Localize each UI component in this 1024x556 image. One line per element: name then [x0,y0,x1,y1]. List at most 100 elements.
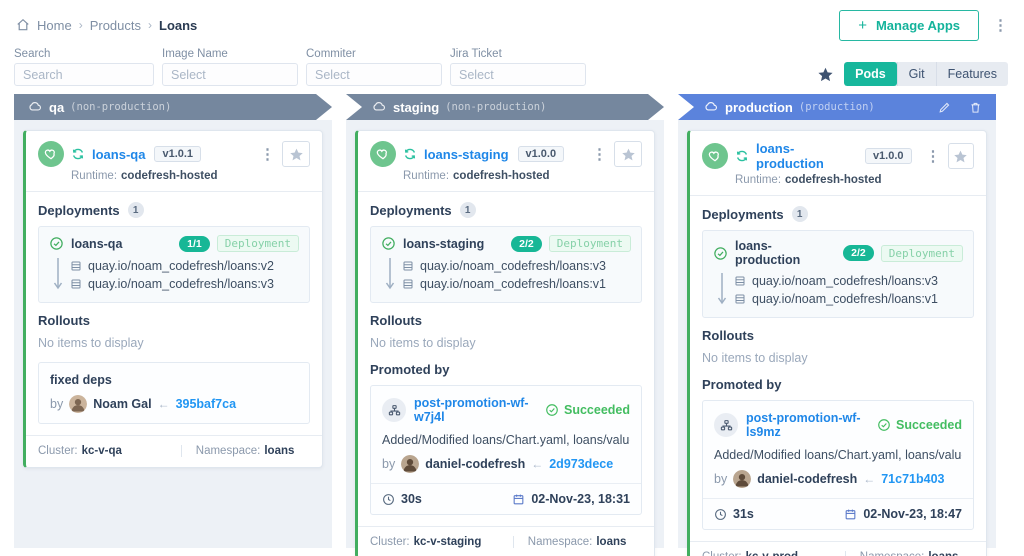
healthy-check-icon [49,236,64,251]
commit-hash-link[interactable]: 395baf7ca [175,397,237,411]
health-heart-icon [38,141,64,167]
edit-env-icon[interactable] [938,101,951,114]
app-card-loans-production: loans-production v1.0.0 ⋮ Runtime:codefr… [687,130,987,556]
rollouts-title: Rollouts [702,328,754,343]
replica-count-pill: 2/2 [843,245,874,261]
workflow-status: Succeeded [877,418,962,432]
image-row: quay.io/noam_codefresh/loans:v1 [402,275,631,293]
breadcrumb-separator: › [148,18,152,32]
breadcrumb: Home › Products › Loans [16,18,197,33]
health-heart-icon [370,141,396,167]
app-name-link[interactable]: loans-qa [92,146,146,162]
jira-ticket-select[interactable] [450,63,586,86]
home-icon [16,18,30,32]
promotion-workflow-box: post-promotion-wf-ls9mz Succeeded Added/… [702,400,974,530]
workflow-date: 02-Nov-23, 18:47 [863,507,962,521]
env-banner-production[interactable]: production (production) [678,94,996,120]
runtime-row: Runtime:codefresh-hosted [71,170,218,182]
cluster-label: Cluster: [38,445,78,457]
card-footer: Cluster:kc-v-staging Namespace:loans [358,526,654,556]
app-menu-icon[interactable]: ⋮ [260,145,275,163]
deployment-name[interactable]: loans-staging [403,236,485,251]
image-name-select[interactable] [162,63,298,86]
more-options-icon[interactable]: ⋮ [993,16,1008,34]
app-menu-icon[interactable]: ⋮ [592,145,607,163]
avatar [401,455,420,473]
cluster-value: kc-v-prod [746,551,798,556]
env-column-production: production (production) [678,94,996,556]
manage-apps-button[interactable]: + Manage Apps [839,9,979,41]
search-input[interactable] [14,63,154,86]
filter-image-name: Image Name [162,48,298,86]
view-mode-tabs: Pods Git Features [844,62,1008,86]
app-star-button[interactable] [947,143,974,169]
sync-status-icon [403,147,417,161]
env-banner-staging[interactable]: staging (non-production) [346,94,664,120]
env-column-staging: staging (non-production) loans-staging v… [346,94,664,556]
workflow-name-link[interactable]: post-promotion-wf-ls9mz [746,411,861,439]
sync-status-icon [71,147,85,161]
favorites-star-icon[interactable] [817,66,834,83]
calendar-icon [513,494,524,504]
image-row: quay.io/noam_codefresh/loans:v3 [70,275,299,293]
deployments-count-badge: 1 [791,206,808,222]
namespace-label: Namespace: [195,445,261,457]
cloud-icon [372,100,386,114]
deployments-count-badge: 1 [459,202,476,218]
avatar [733,470,752,488]
app-name-link[interactable]: loans-production [756,141,824,171]
app-name-link[interactable]: loans-staging [424,146,509,162]
breadcrumb-separator: › [78,18,83,32]
runtime-value: codefresh-hosted [121,170,218,182]
env-banner-qa[interactable]: qa (non-production) [14,94,332,120]
deployment-name[interactable]: loans-production [735,239,801,267]
app-menu-icon[interactable]: ⋮ [925,147,941,165]
avatar [69,395,88,413]
rollouts-empty-text: No items to display [38,336,144,350]
env-body-qa: loans-qa v1.0.1 ⋮ Runtime:codefresh-host… [14,120,332,548]
app-version-badge: v1.0.1 [154,146,202,162]
filter-image-name-label: Image Name [162,48,228,60]
workflow-icon [382,398,406,422]
by-label: by [50,397,64,411]
healthy-check-icon [713,246,728,261]
commit-hash-link[interactable]: 71c71b403 [881,472,945,486]
image-row: quay.io/noam_codefresh/loans:v3 [402,257,631,275]
cloud-icon [28,100,42,114]
healthy-check-icon [381,236,396,251]
commit-hash-link[interactable]: 2d973dece [549,457,614,471]
image-name: quay.io/noam_codefresh/loans:v1 [752,292,938,306]
env-body-staging: loans-staging v1.0.0 ⋮ Runtime:codefresh… [346,120,664,556]
breadcrumb-products[interactable]: Products [89,17,141,33]
arrow-left-icon: ← [531,457,544,471]
runtime-value: codefresh-hosted [453,170,550,182]
replica-count-pill: 2/2 [511,235,542,252]
breadcrumb-home[interactable]: Home [37,17,72,33]
manage-apps-label: Manage Apps [875,17,960,33]
tab-git[interactable]: Git [896,62,936,86]
arrow-left-icon: ← [863,472,876,486]
deployment-name[interactable]: loans-qa [71,236,123,251]
container-image-icon [735,294,745,304]
commiter-select[interactable] [306,63,442,86]
down-arrow-icon [381,257,402,293]
by-label: by [382,457,396,471]
top-bar: Home › Products › Loans + Manage Apps ⋮ [0,0,1024,41]
app-star-button[interactable] [282,141,310,167]
container-image-icon [735,276,745,286]
runtime-row: Runtime:codefresh-hosted [735,174,882,186]
breadcrumb-current: Loans [159,17,198,33]
env-name: qa [49,99,65,115]
app-star-button[interactable] [614,141,642,167]
promotion-workflow-box: post-promotion-wf-w7j4l Succeeded Added/… [370,385,642,515]
arrow-left-icon: ← [157,397,170,411]
deployment-box: loans-production 2/2 Deployment quay.io/… [702,230,974,318]
tab-pods[interactable]: Pods [844,62,897,86]
filter-commiter-label: Commiter [306,48,356,60]
container-image-icon [403,261,413,271]
delete-env-icon[interactable] [969,101,982,114]
env-name: production [725,99,793,115]
health-heart-icon [702,143,728,169]
tab-features[interactable]: Features [935,62,1008,86]
workflow-name-link[interactable]: post-promotion-wf-w7j4l [414,396,529,424]
